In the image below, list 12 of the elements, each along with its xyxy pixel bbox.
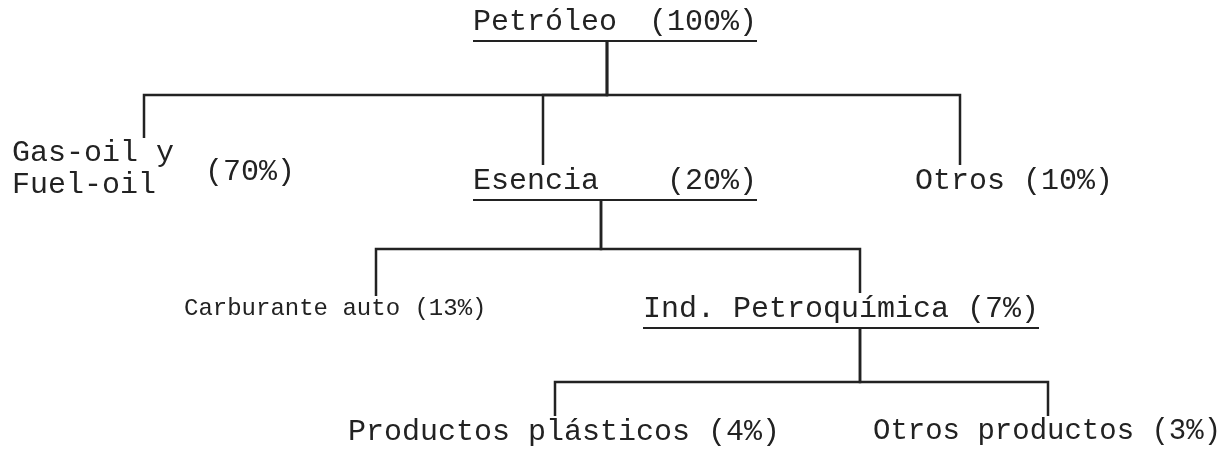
percentage-label: (70%): [205, 156, 295, 189]
category-label: Gas-oil y Fuel-oil: [12, 138, 187, 201]
category-label: Otros productos (3%): [873, 416, 1222, 448]
category-label: Productos plásticos (4%): [348, 416, 781, 449]
category-label: Ind. Petroquímica (7%): [643, 293, 1040, 329]
tree-connector: [858, 329, 1050, 416]
category-label: Petróleo (100%): [473, 6, 757, 42]
tree-connector: [599, 201, 862, 293]
category-label: Carburante auto (13%): [184, 296, 487, 323]
tree-connector: [605, 42, 962, 165]
category-label: Otros (10%): [915, 165, 1114, 198]
category-label: Esencia (20%): [473, 165, 757, 201]
